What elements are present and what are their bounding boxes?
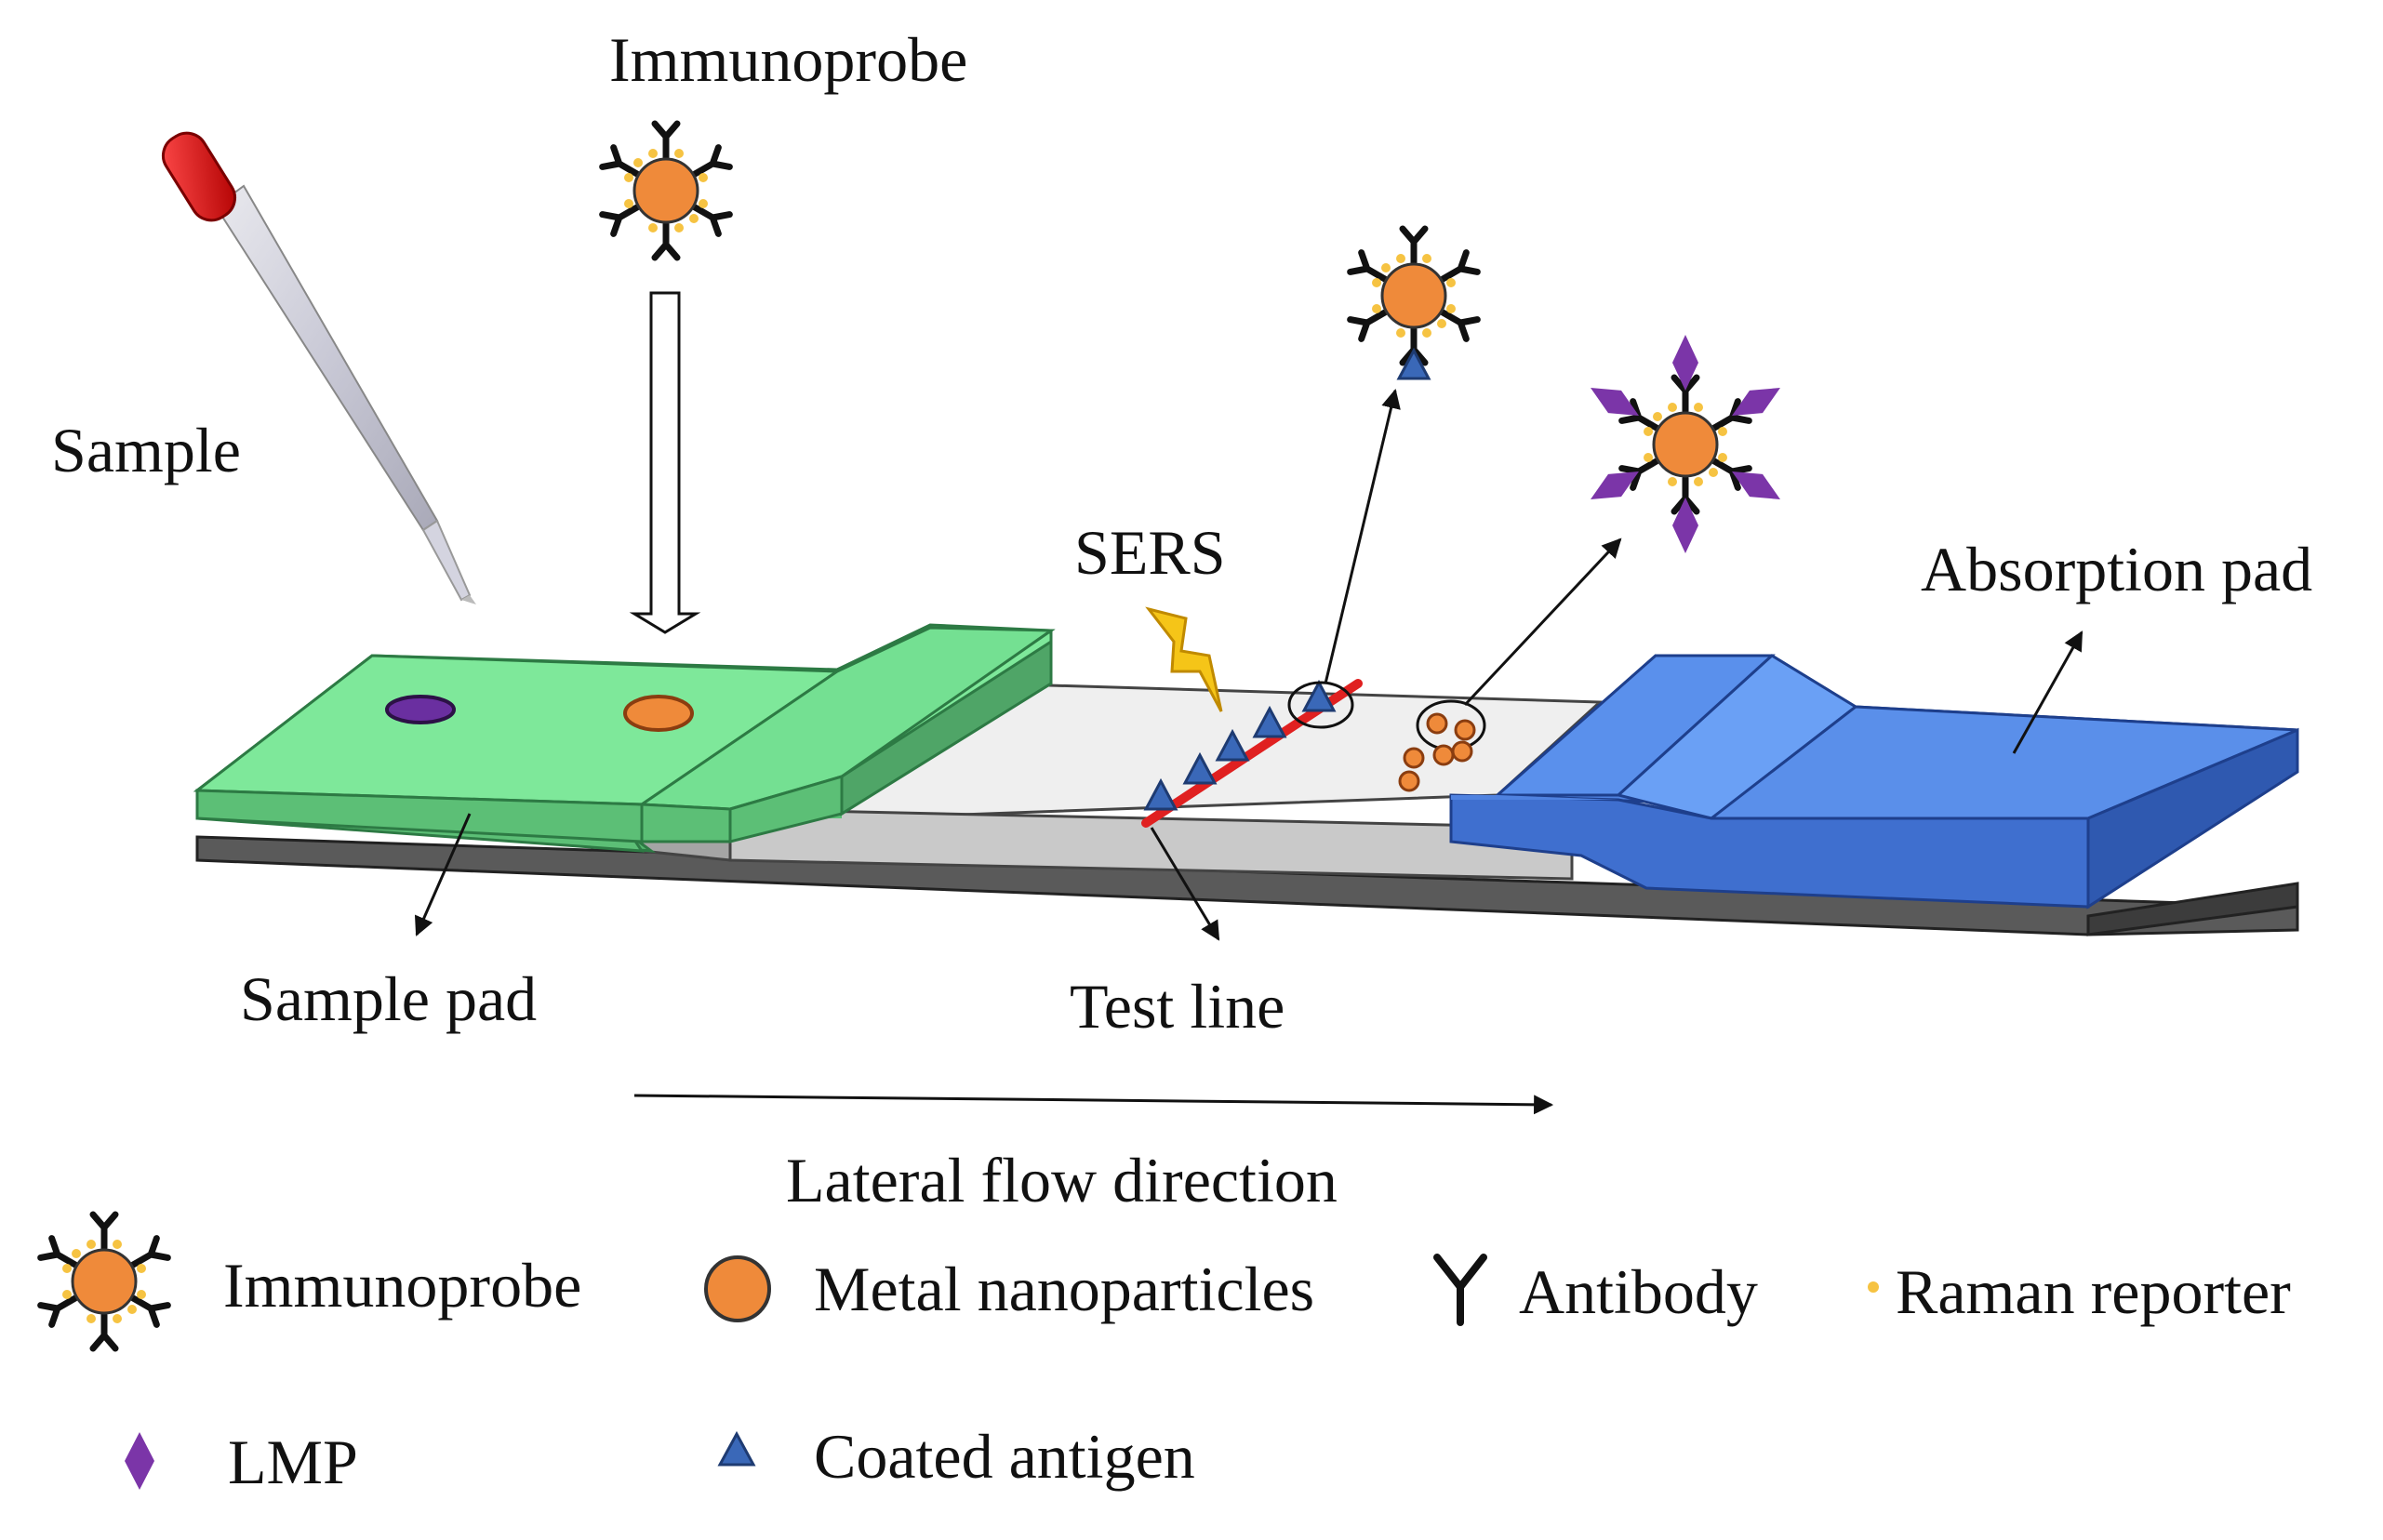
sers-label: SERS <box>1074 517 1226 588</box>
nanoparticle-spot <box>623 695 694 732</box>
free-nanoparticles <box>1398 712 1476 792</box>
test-line-circle <box>1287 681 1354 729</box>
pointer-arrow-test-line <box>1150 827 1220 941</box>
flow-direction-label: Lateral flow direction <box>786 1145 1338 1215</box>
absorption-pad-shape <box>1449 654 2299 909</box>
legend-immunoprobe-icon <box>41 1215 168 1348</box>
pointer-arrow-sample-pad <box>414 813 472 936</box>
legend-immunoprobe-label: Immunoprobe <box>223 1250 582 1321</box>
down-arrow <box>629 291 701 634</box>
sample-pad <box>193 623 1056 853</box>
pipette-icon <box>161 131 476 604</box>
lmp-bound-probe-icon <box>1584 335 1787 553</box>
lmp-diamond-icon <box>125 1432 154 1490</box>
antigen-triangle-icon <box>717 1430 756 1467</box>
legend-antigen-label: Coated antigen <box>814 1421 1195 1492</box>
lightning-icon <box>1145 606 1223 712</box>
legend-lmp-label: LMP <box>228 1427 358 1497</box>
test-strip <box>193 623 2299 936</box>
absorption-pad-label: Absorption pad <box>1921 534 2313 604</box>
test-line-label: Test line <box>1070 971 1285 1042</box>
immunoprobe-top-label: Immunoprobe <box>609 24 968 95</box>
bound-immunoprobe-icon <box>1351 229 1478 363</box>
legend-nanoparticles-label: Metal nanoparticles <box>814 1254 1315 1324</box>
pointer-arrow-absorption <box>2012 631 2083 754</box>
immunoprobe-top-icon <box>603 124 730 258</box>
legend-antibody-label: Antibody <box>1519 1256 1758 1327</box>
sample-label: Sample <box>51 415 241 485</box>
flow-direction-arrow <box>633 1094 1554 1115</box>
sample-pad-label: Sample pad <box>240 963 538 1034</box>
legend-raman-icon <box>1868 1281 1879 1293</box>
pointer-arrow-probe <box>1324 388 1401 684</box>
antibody-icon <box>1433 1254 1487 1326</box>
lmp-spot <box>385 695 456 724</box>
pointer-arrow-lmp <box>1463 538 1622 707</box>
legend-nanoparticle-icon <box>704 1255 771 1322</box>
legend-raman-label: Raman reporter <box>1896 1256 2291 1327</box>
